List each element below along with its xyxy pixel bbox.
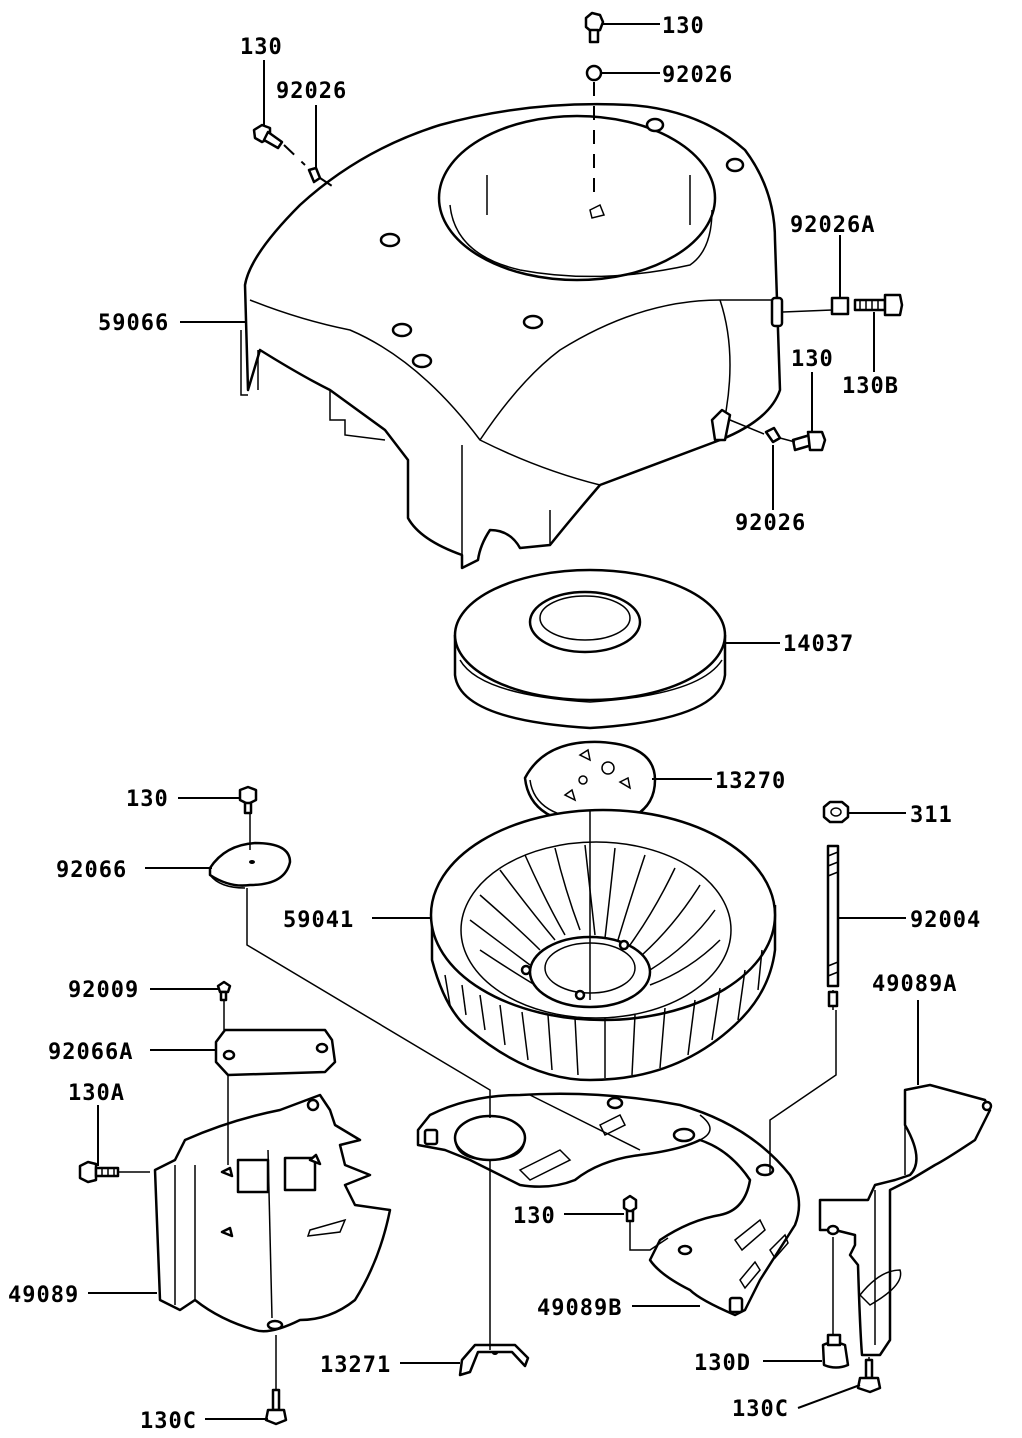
- part-labels: 130 92026 130 92026 92026A 59066 130B 13…: [8, 14, 981, 1434]
- label-130-center: 130: [513, 1204, 556, 1229]
- label-130-top-left: 130: [240, 35, 283, 60]
- label-49089: 49089: [8, 1283, 79, 1308]
- label-14037: 14037: [783, 632, 854, 657]
- label-92026-top-left: 92026: [276, 79, 347, 104]
- label-13270: 13270: [715, 769, 786, 794]
- blower-housing-59066: [240, 102, 784, 570]
- flywheel-59041: [429, 808, 777, 1082]
- label-92004: 92004: [910, 908, 981, 933]
- stud-92004: [826, 844, 840, 1010]
- fan-cover-14037: [453, 568, 727, 730]
- label-130D: 130D: [694, 1351, 751, 1376]
- label-130A: 130A: [68, 1081, 125, 1106]
- label-13271: 13271: [320, 1353, 391, 1378]
- washer-92066: [208, 841, 292, 889]
- plate-92066A: [214, 1028, 337, 1077]
- label-311: 311: [910, 803, 953, 828]
- label-59041: 59041: [283, 908, 354, 933]
- label-92066A: 92066A: [48, 1040, 133, 1065]
- label-49089A: 49089A: [872, 972, 957, 997]
- assembly-lines: [118, 82, 870, 1390]
- base-plate-49089B: [416, 1092, 801, 1317]
- label-92026-right: 92026: [735, 511, 806, 536]
- shield-49089: [153, 1093, 392, 1333]
- shield-49089A: [818, 1083, 993, 1357]
- label-130B: 130B: [842, 374, 899, 399]
- nut-311: [822, 800, 850, 824]
- label-130C-right: 130C: [732, 1397, 789, 1422]
- label-92009: 92009: [68, 978, 139, 1003]
- label-130-mid-left: 130: [126, 787, 169, 812]
- label-130-top: 130: [662, 14, 705, 39]
- label-92026A: 92026A: [790, 213, 875, 238]
- leader-lines: [88, 23, 919, 1420]
- label-92026-top: 92026: [662, 63, 733, 88]
- clip-13271: [458, 1343, 530, 1377]
- label-49089B: 49089B: [537, 1296, 622, 1321]
- label-130-right: 130: [791, 347, 834, 372]
- label-59066: 59066: [98, 311, 169, 336]
- label-130C-left: 130C: [140, 1409, 197, 1434]
- label-92066: 92066: [56, 858, 127, 883]
- plate-13270: [523, 740, 657, 827]
